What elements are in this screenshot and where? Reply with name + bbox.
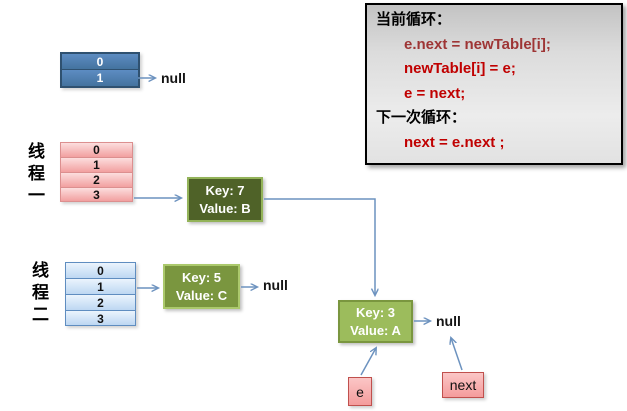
node-key3: Key: 3 Value: A: [338, 300, 413, 343]
node-key3-key: Key: 3: [355, 304, 396, 320]
node-key5: Key: 5 Value: C: [163, 264, 240, 309]
code-line-newtable-assign: newTable[i] = e;: [404, 60, 516, 77]
bucket-cell: 3: [65, 310, 136, 326]
arrow-next-to-null: [451, 338, 463, 371]
bucket-cell: 1: [65, 278, 136, 294]
bucket-cell: 1: [62, 70, 138, 86]
arrow-e-to-key3: [360, 348, 376, 376]
code-line-current-loop-header: 当前循环：: [376, 11, 452, 28]
top-hash-table: 0 1: [60, 52, 140, 88]
pointer-e-box: e: [348, 377, 372, 406]
bucket-cell: 2: [65, 294, 136, 310]
null-label-top: null: [161, 70, 186, 86]
bucket-cell: 3: [60, 187, 133, 202]
node-key7-value: Value: B: [199, 200, 251, 216]
pointer-next-box: next: [442, 372, 484, 398]
node-key7-key: Key: 7: [205, 182, 245, 198]
null-label-key3: null: [436, 313, 461, 329]
bucket-cell: 0: [62, 54, 138, 70]
bucket-cell: 0: [60, 142, 133, 157]
node-key7: Key: 7 Value: B: [187, 177, 263, 222]
node-key5-value: Value: C: [175, 287, 228, 303]
node-key3-value: Value: A: [350, 322, 401, 338]
thread2-label: 线程二: [29, 261, 48, 327]
bucket-cell: 1: [60, 157, 133, 172]
pointer-e-label: e: [356, 383, 364, 400]
thread1-hash-table: 0 1 2 3: [60, 142, 133, 202]
thread2-hash-table: 0 1 2 3: [65, 262, 136, 326]
null-label-key5: null: [263, 277, 288, 293]
code-line-next-loop-header: 下一次循环：: [376, 109, 467, 126]
thread1-label: 线程一: [25, 142, 44, 208]
code-line-next-assign: next = e.next ;: [404, 133, 505, 151]
code-line-e-assign: e = next;: [404, 84, 466, 102]
bucket-cell: 2: [60, 172, 133, 187]
code-panel: 当前循环： e.next = newTable[i]; newTable[i] …: [365, 3, 623, 165]
node-key5-key: Key: 5: [181, 269, 222, 285]
code-line-enext-assign: e.next = newTable[i];: [404, 35, 551, 53]
bucket-cell: 0: [65, 262, 136, 278]
pointer-next-label: next: [449, 377, 477, 393]
